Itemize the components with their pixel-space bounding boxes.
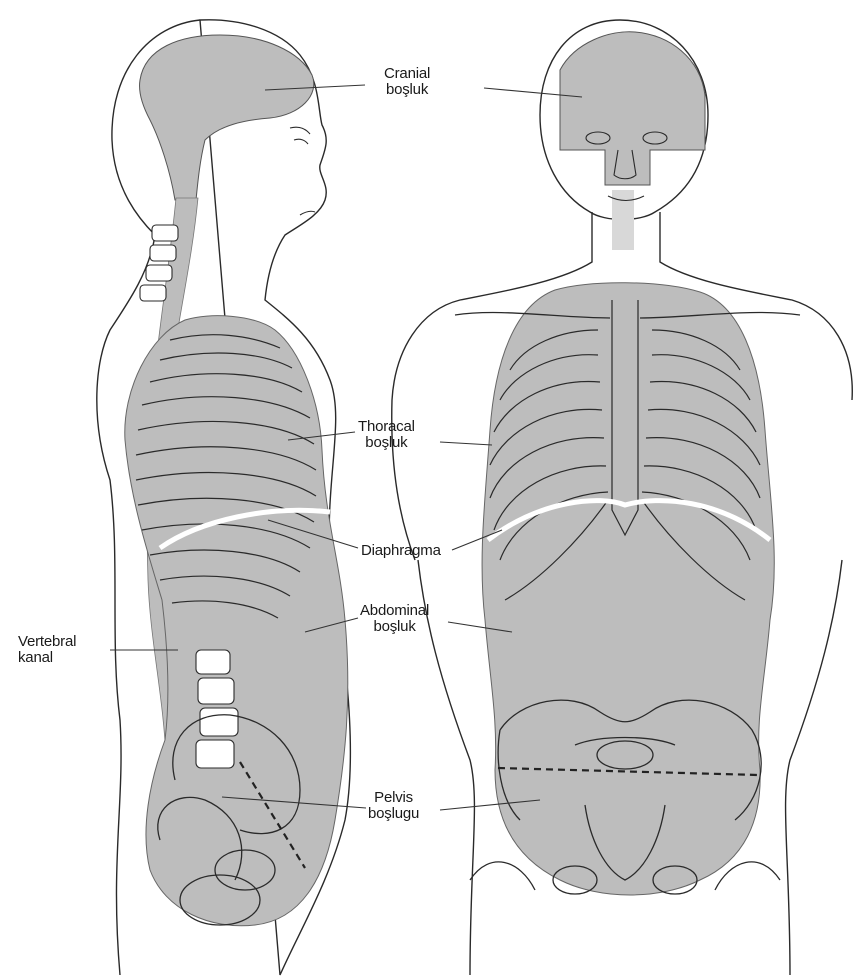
- side-face-features: [290, 127, 315, 215]
- side-view-figure: [97, 20, 351, 975]
- label-pelvic-cavity: Pelvis boşlugu: [368, 790, 419, 822]
- label-diaphragm: Diaphragma: [361, 543, 441, 559]
- label-abdominal-cavity: Abdominal boşluk: [360, 603, 429, 635]
- label-pelvis-line1: Pelvis: [368, 790, 419, 806]
- label-cranial-line1: Cranial: [384, 66, 430, 82]
- label-thoracal-line1: Thoracal: [358, 419, 415, 435]
- front-cranial-cavity: [560, 32, 705, 185]
- label-vertebral-line1: Vertebral: [18, 634, 76, 650]
- label-cranial-line2: boşluk: [384, 82, 430, 98]
- front-trunk-cavity: [482, 283, 774, 895]
- label-cranial-cavity: Cranial boşluk: [384, 66, 430, 98]
- label-pelvis-line2: boşlugu: [368, 806, 419, 822]
- label-abdominal-line2: boşluk: [360, 619, 429, 635]
- label-thoracal-line2: boşluk: [358, 435, 415, 451]
- leader-thoracal-right: [440, 442, 492, 445]
- label-vertebral-line2: kanal: [18, 650, 76, 666]
- front-view-figure: [392, 20, 853, 975]
- side-cranial-cavity: [139, 35, 313, 200]
- label-thoracal-cavity: Thoracal boşluk: [358, 419, 415, 451]
- label-vertebral-canal: Vertebral kanal: [18, 634, 76, 666]
- label-abdominal-line1: Abdominal: [360, 603, 429, 619]
- label-diaphragm-line1: Diaphragma: [361, 543, 441, 559]
